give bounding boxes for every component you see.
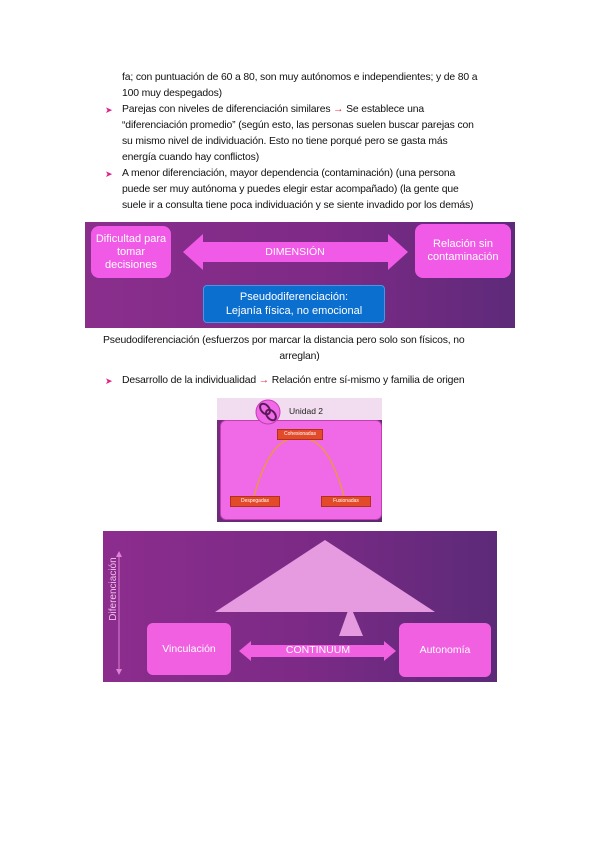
bullet-2-line-2: puede ser muy autónoma y puedes elegir e… xyxy=(122,184,459,195)
fusionadas-label: Fusionadas xyxy=(321,496,371,507)
scale-triangle xyxy=(215,540,435,636)
bullet-marker-3: ➤ xyxy=(105,376,113,386)
continuation-line-1: fa; con puntuación de 60 a 80, son muy a… xyxy=(122,72,478,83)
bullet-marker-2: ➤ xyxy=(105,169,113,179)
cohesionadas-label: Cohesionadas xyxy=(277,429,323,440)
unit2-title: Unidad 2 xyxy=(289,406,324,416)
right-arrow-icon: → xyxy=(333,104,344,115)
no-contamination-box: Relación sin contaminación xyxy=(415,224,511,278)
pseudo-box-line-2: Lejanía física, no emocional xyxy=(225,305,363,317)
bullet-marker-1: ➤ xyxy=(105,105,113,115)
bullet-1-line-1: Parejas con niveles de diferenciación si… xyxy=(122,104,425,115)
bullet-2-line-1: A menor diferenciación, mayor dependenci… xyxy=(122,168,456,179)
link-icon xyxy=(255,399,281,425)
despegadas-label: Despegadas xyxy=(230,496,280,507)
vinculacion-box: Vinculación xyxy=(147,623,231,675)
pseudo-paragraph-line-2: arreglan) xyxy=(279,351,320,362)
continuation-line-2: 100 muy despegados) xyxy=(122,88,222,99)
pseudo-box-line-1: Pseudodiferenciación: xyxy=(239,291,349,303)
bullet-1-line-3: su mismo nivel de individuación. Esto no… xyxy=(122,136,448,147)
pseudodifferentiation-box: Pseudodiferenciación: Lejanía física, no… xyxy=(203,285,385,323)
pseudo-paragraph-line-1: Pseudodiferenciación (esfuerzos por marc… xyxy=(103,335,465,346)
continuum-double-arrow xyxy=(239,641,396,661)
right-arrow-icon: → xyxy=(258,375,269,386)
continuum-diagram: Diferenciación Vinculación CONTINUUM Aut… xyxy=(103,531,497,682)
bullet-1-line-4: energía cuando hay conflictos) xyxy=(122,152,260,163)
unit2-diagram: Unidad 2 Cohesionadas Despegadas Fusiona… xyxy=(217,398,382,522)
dimension-label: DIMENSIÓN xyxy=(265,246,325,258)
dimension-diagram: Dificultad para tomar decisiones DIMENSI… xyxy=(85,222,515,328)
autonomia-box: Autonomía xyxy=(399,623,491,677)
bullet-3-line: Desarrollo de la individualidad → Relaci… xyxy=(122,375,465,386)
difficulty-box: Dificultad para tomar decisiones xyxy=(91,226,171,278)
bullet-1-line-2: “diferenciación promedio” (según esto, l… xyxy=(122,120,474,131)
differentiation-axis xyxy=(116,551,122,675)
continuum-label: CONTINUUM xyxy=(285,644,351,656)
bullet-2-line-3: suele ir a consulta tiene poca individua… xyxy=(122,200,474,211)
dimension-double-arrow xyxy=(183,234,408,270)
